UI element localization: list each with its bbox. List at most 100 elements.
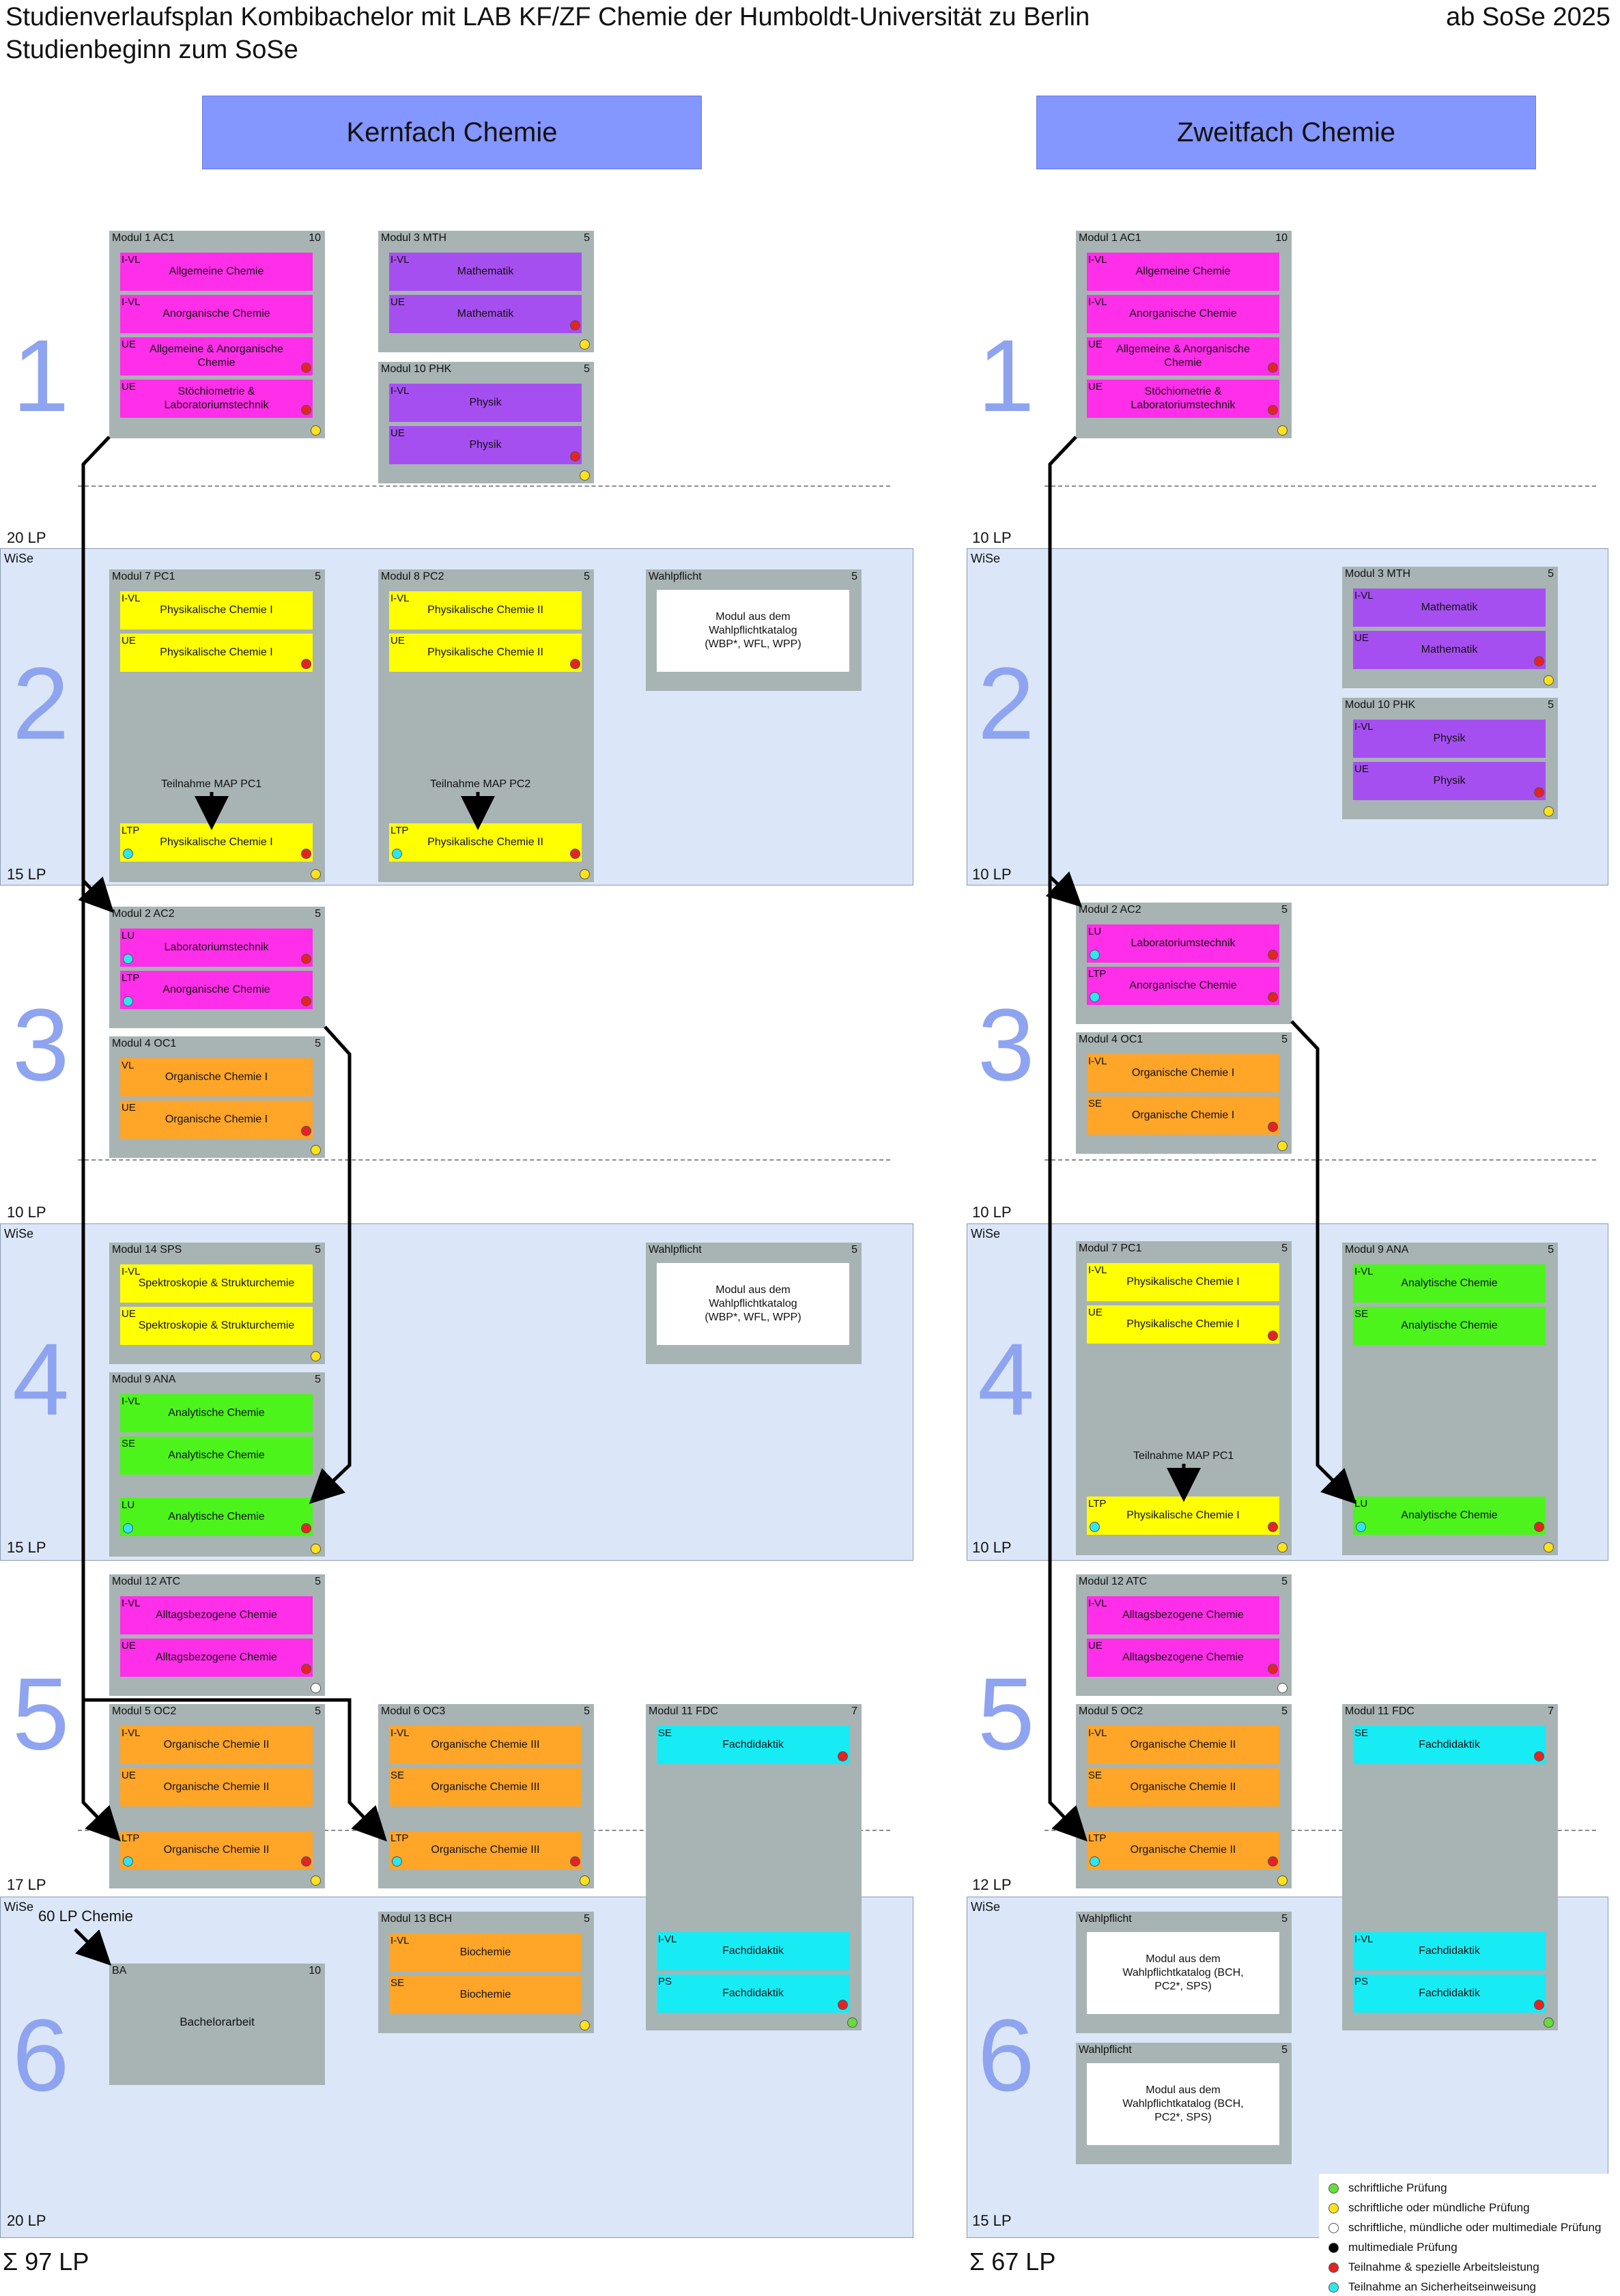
course-bar[interactable]: Modul aus dem Wahlpflichtkatalog (BCH, P… xyxy=(1087,2063,1279,2145)
module-wahlpflicht[interactable]: Wahlpflicht 5 Modul aus dem Wahlpflichtk… xyxy=(1076,1912,1292,2033)
module-wahlpflicht[interactable]: Wahlpflicht 5 Modul aus dem Wahlpflichtk… xyxy=(646,569,862,691)
course-bar[interactable]: Modul aus dem Wahlpflichtkatalog (WBP*, … xyxy=(657,1263,849,1345)
exam-dot xyxy=(1534,2000,1544,2010)
module-bachelorarbeit[interactable]: BA 10 Bachelorarbeit xyxy=(109,1964,325,2085)
lp-label: 10 LP xyxy=(972,1204,1012,1221)
exam-dot xyxy=(570,451,580,462)
course-bar[interactable]: Modul aus dem Wahlpflichtkatalog (BCH, P… xyxy=(1087,1932,1279,2014)
exam-dot xyxy=(1268,1664,1278,1674)
wise-label: WiSe xyxy=(971,552,1001,565)
course-bar[interactable]: Modul aus dem Wahlpflichtkatalog (WBP*, … xyxy=(657,590,849,672)
module-lp: 5 xyxy=(1548,699,1554,711)
exam-dot xyxy=(311,1875,321,1886)
module-wahlpflicht[interactable]: Wahlpflicht 5 Modul aus dem Wahlpflichtk… xyxy=(646,1243,862,1364)
module-lp: 5 xyxy=(1281,1576,1288,1587)
module-wahlpflicht[interactable]: Wahlpflicht 5 Modul aus dem Wahlpflichtk… xyxy=(1076,2043,1292,2164)
